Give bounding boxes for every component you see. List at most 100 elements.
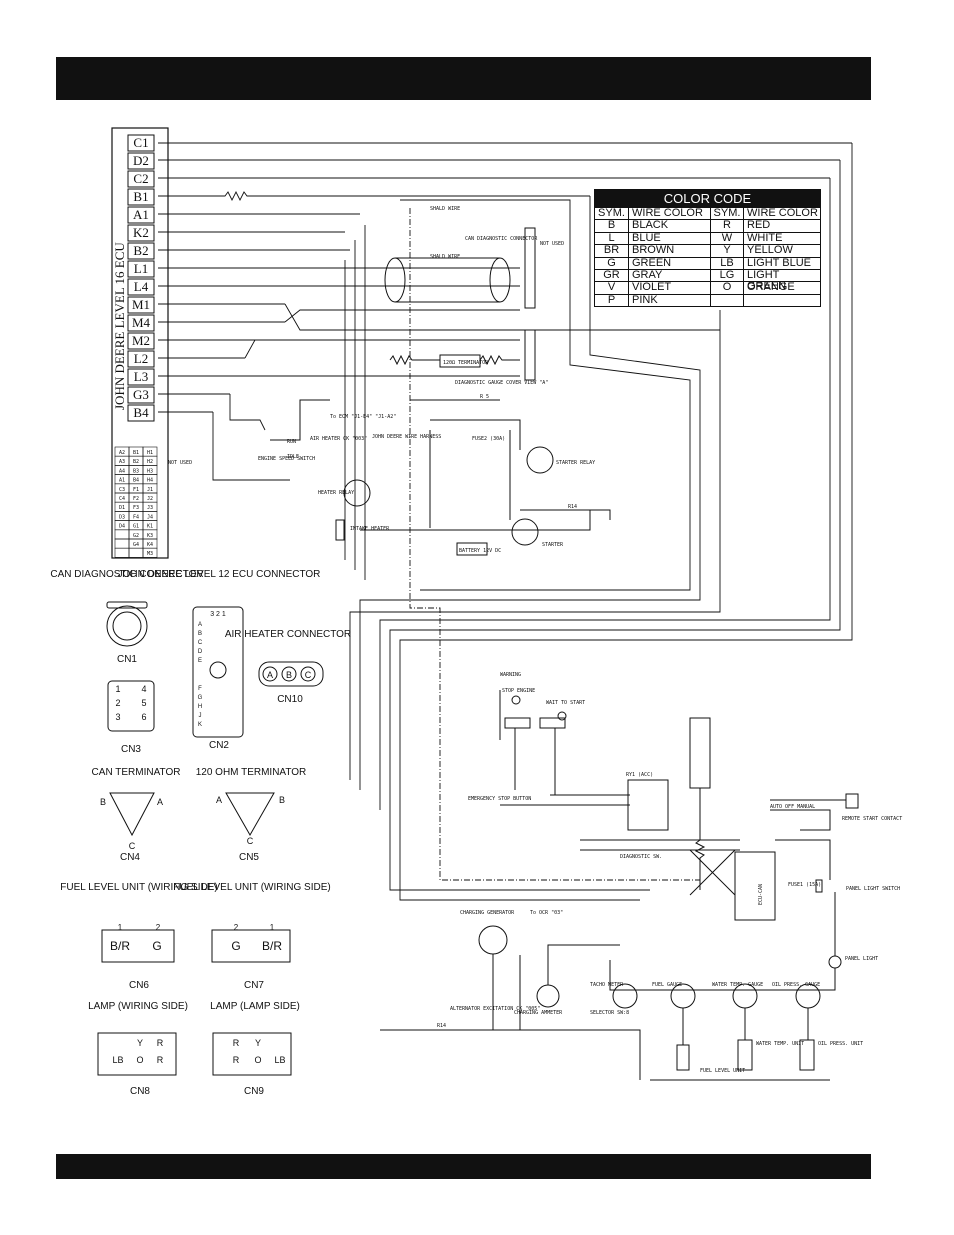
cn6-title: FUEL LEVEL UNIT (WIRING SIDE) <box>60 882 217 893</box>
ecu-grid-label: F2 <box>133 496 139 502</box>
charging-gen-label: CHARGING GENERATOR <box>460 910 515 916</box>
ecu-grid-label: H4 <box>147 478 153 484</box>
color-code-cell: R <box>711 219 744 232</box>
ecu-pin-box <box>127 314 155 332</box>
ecu-pin-box <box>127 404 155 422</box>
cn8-tag: CN8 <box>130 1086 150 1097</box>
hdr-color-1: WIRE COLOR <box>629 207 711 220</box>
ecu-grid-cell <box>142 547 158 558</box>
ecu-pin-box <box>127 386 155 404</box>
tacho-meter <box>612 983 638 1009</box>
idle-label: IDLE <box>287 454 299 460</box>
color-code-cell: LIGHT BLUE <box>747 256 811 269</box>
ecu-grid-label: D1 <box>119 505 125 511</box>
cn5-pin: B <box>279 795 285 805</box>
cn1-tag: CN1 <box>117 654 137 665</box>
cn10-pin: A <box>267 670 273 680</box>
color-code-cell: RED <box>747 219 771 232</box>
color-code-cell: W <box>711 232 744 245</box>
ecu-pin-label: B1 <box>133 189 148 204</box>
ecu-pin-label: L2 <box>134 351 148 366</box>
cn3-pin: 2 <box>115 698 120 708</box>
cn7-pin: G <box>231 939 240 953</box>
heater-relay-label: HEATER RELAY <box>318 490 354 496</box>
terminator-label: 120Ω TERMINATOR <box>443 360 489 366</box>
cn6-tag: CN6 <box>129 980 149 991</box>
color-code-cell: BR <box>595 244 629 257</box>
jd-harness-label: JOHN DEERE WIRE HARNESS <box>372 434 441 440</box>
ecu-grid-label: G2 <box>133 533 139 539</box>
ecu-pin-box <box>127 134 155 152</box>
ecu-pin-label: G3 <box>133 387 149 402</box>
ecu-grid-label: H2 <box>147 459 153 465</box>
selector-label: SELECTOR SW:8 <box>590 1010 629 1016</box>
cn7-num: 2 <box>234 923 239 932</box>
ry1-label: RY1 (ACC) <box>626 772 653 778</box>
cn10-tag: CN10 <box>277 694 303 705</box>
starter-motor <box>511 518 539 546</box>
color-code-cell: V <box>595 281 629 294</box>
ecu-grid-label: A3 <box>119 459 125 465</box>
color-code-cell: B <box>595 219 629 232</box>
stop-engine-label: STOP ENGINE <box>502 688 535 694</box>
ecu-grid-cell <box>128 547 144 558</box>
ecu-pin-box <box>127 260 155 278</box>
ecu-pin-box <box>127 224 155 242</box>
cn2-row: F <box>198 686 202 692</box>
ecu-grid-label: A4 <box>119 468 125 474</box>
cn10-title: AIR HEATER CONNECTOR <box>225 629 351 640</box>
fuse2-label: FUSE2 (30A) <box>472 436 505 442</box>
ecu-grid-label: H3 <box>147 468 153 474</box>
auto-off-label: AUTO OFF MANUAL <box>770 804 815 810</box>
to-ecm-label: To ECM "J1-E4" "J1-A2" <box>330 414 396 420</box>
ecu-grid-cell <box>114 529 130 540</box>
color-code-cell: ORANGE <box>747 281 795 294</box>
color-code-cell: Y <box>711 244 744 257</box>
color-code-cell: LIGHT GREEN <box>747 268 787 293</box>
cn6-num: 1 <box>118 923 123 932</box>
cn1-title: CAN DIAGNOSTIC CONNECTOR <box>50 569 203 580</box>
cn5-pin: C <box>247 836 254 846</box>
ecu-pin-label: B2 <box>133 243 148 258</box>
color-code-cell: P <box>595 294 629 307</box>
ecu-grid-cell <box>114 547 130 558</box>
cn8-pin: R <box>157 1038 164 1048</box>
cn10-pin: C <box>305 670 312 680</box>
battery <box>456 542 488 556</box>
ecu-pin-label: C1 <box>133 135 148 150</box>
cn10-pin: B <box>286 670 292 680</box>
remote-start-label: REMOTE START CONTACT <box>842 816 902 822</box>
ecu-pin-box <box>127 170 155 188</box>
color-code-cell: BLUE <box>629 232 711 245</box>
cn2-row: C <box>198 640 203 646</box>
cn6-pin: G <box>152 939 161 953</box>
ecu-grid-label: G1 <box>133 524 139 530</box>
diag-sw-label: DIAGNOSTIC SW. <box>620 854 662 860</box>
cn2-row: B <box>198 631 202 637</box>
ecu-pin-box <box>127 188 155 206</box>
ecu-grid-label: J3 <box>147 505 153 511</box>
ecu-grid-label: F3 <box>133 505 139 511</box>
control-panel: WARNING STOP ENGINE WAIT TO START EMERGE… <box>468 672 902 991</box>
cn2-nums: 3 2 1 <box>210 611 226 618</box>
cn7-title: FUEL LEVEL UNIT (WIRING SIDE) <box>173 882 330 893</box>
cn2-row: A <box>198 622 202 628</box>
color-code-cell: G <box>595 257 629 269</box>
can-diag-label: CAN DIAGNOSTIC CONNECTOR <box>465 236 538 242</box>
ry1-relay <box>627 779 669 831</box>
ecu-grid-label: G4 <box>133 542 139 548</box>
cn8-title: LAMP (WIRING SIDE) <box>88 1001 188 1012</box>
cn7-tag: CN7 <box>244 980 264 991</box>
ecu-grid-label: K1 <box>147 524 153 530</box>
water-temp-unit-label: WATER TEMP. UNIT <box>756 1041 804 1047</box>
ecu-grid-label: J2 <box>147 496 153 502</box>
fuel-level-unit <box>676 1044 690 1071</box>
ecu-pin-label: A1 <box>133 207 149 222</box>
charging-generator <box>478 925 508 955</box>
intake-heater <box>335 519 345 541</box>
ecu-pin-box <box>127 242 155 260</box>
water-temp-gauge-label: WATER TEMP. GAUGE <box>712 982 763 988</box>
